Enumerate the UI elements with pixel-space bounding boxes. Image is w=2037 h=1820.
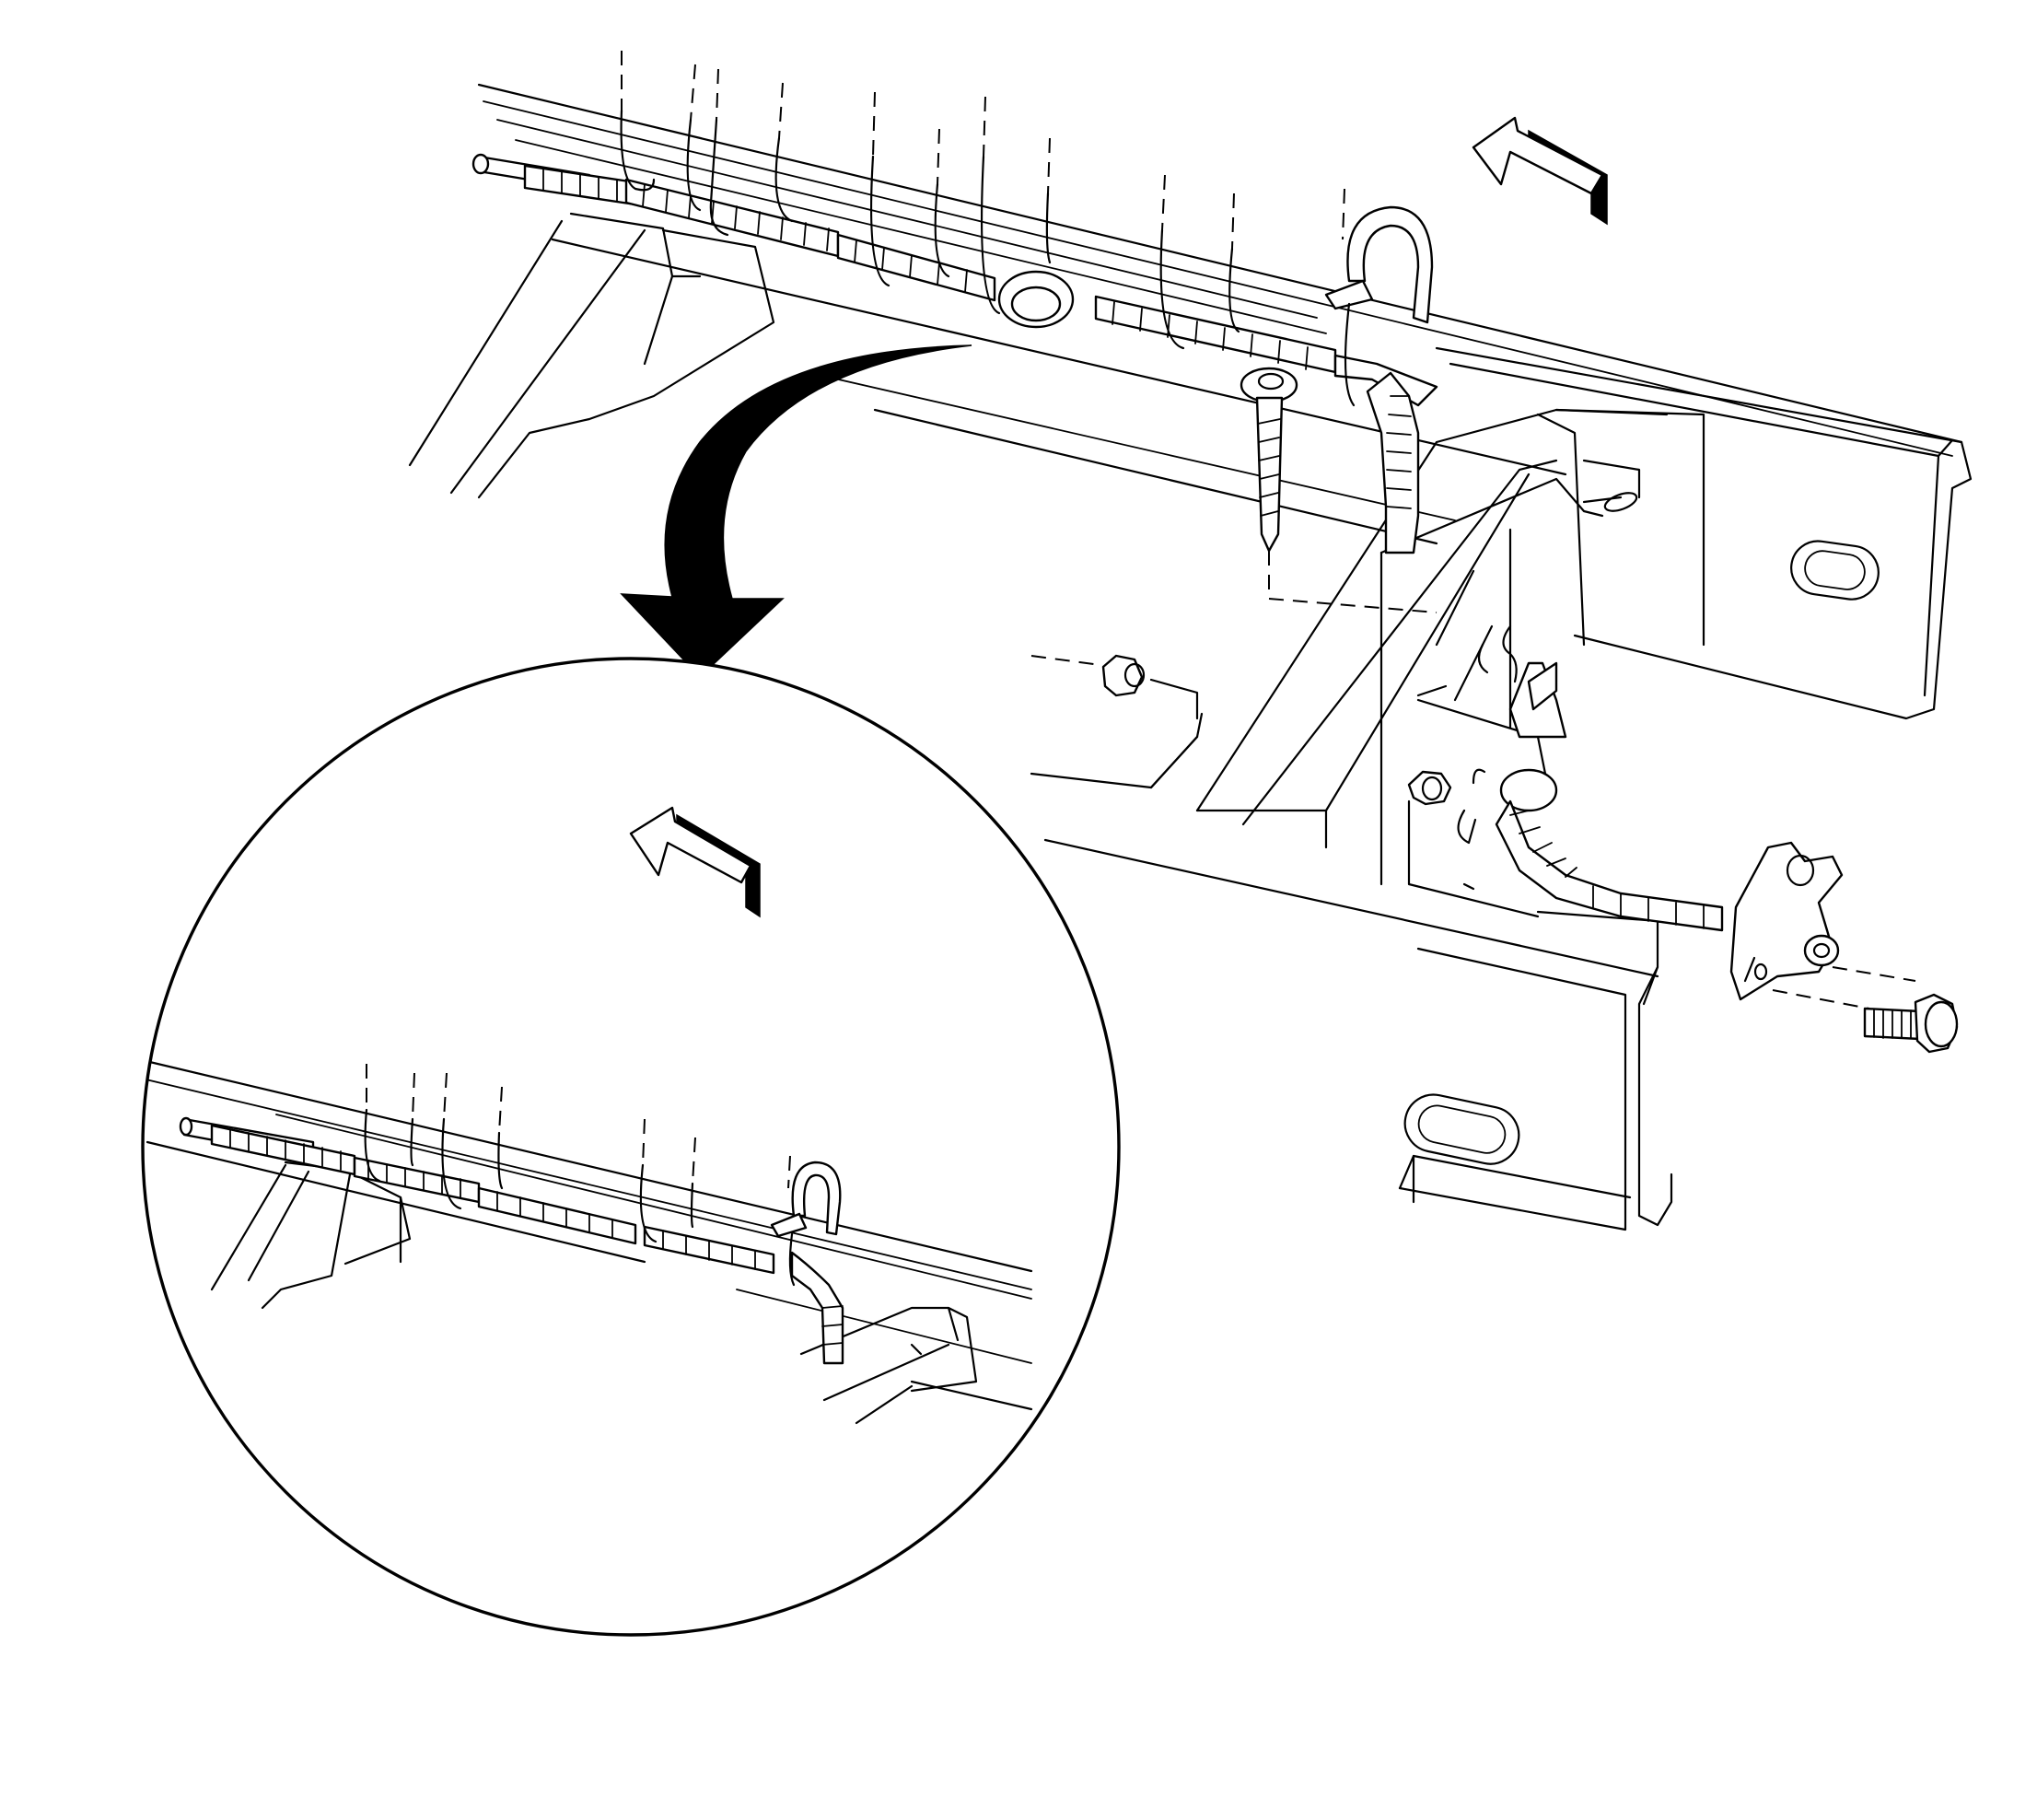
detail-view xyxy=(141,657,1121,1637)
left-bracket xyxy=(408,212,775,499)
main-view xyxy=(408,51,1973,1231)
nut xyxy=(1030,654,1199,720)
direction-arrow-detail xyxy=(629,806,761,918)
detail-circle xyxy=(141,657,1121,1637)
wiring-harness xyxy=(471,153,1724,932)
push-pin-retainer xyxy=(1240,367,1438,613)
crossmember xyxy=(1195,408,1705,918)
direction-arrow-main xyxy=(1472,116,1608,226)
strap-clip xyxy=(1324,188,1434,407)
crossmember-bolt xyxy=(1407,624,1518,891)
bolt xyxy=(1772,989,1959,1054)
frame-rail-upper xyxy=(477,83,1973,720)
callout-arrow xyxy=(620,344,972,679)
harness-clips xyxy=(620,51,1240,350)
trailer-connector-bracket xyxy=(1729,841,1916,1001)
frame-rail-lower xyxy=(1030,712,1673,1231)
